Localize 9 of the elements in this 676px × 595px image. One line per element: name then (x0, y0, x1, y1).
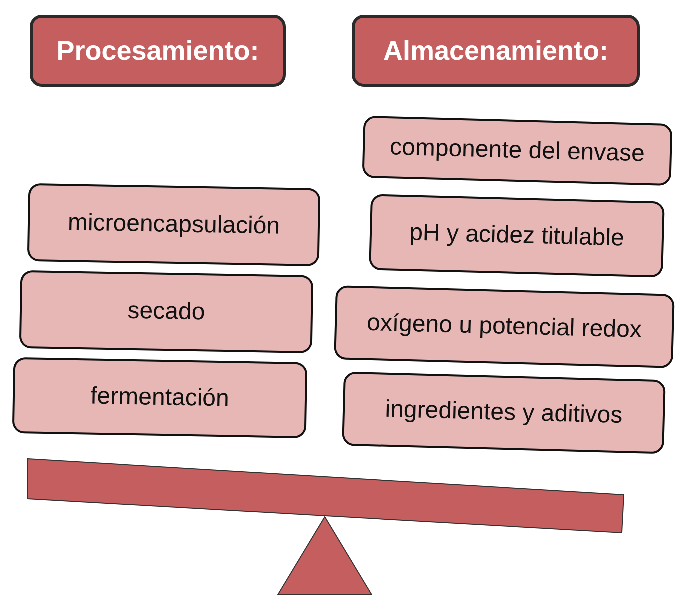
factor-box: fermentación (12, 357, 308, 439)
category-header: Almacenamiento: (352, 15, 640, 87)
factor-box: componente del envase (362, 116, 673, 186)
category-header: Procesamiento: (30, 15, 286, 87)
factor-box: secado (19, 270, 314, 354)
factor-box: microencapsulación (27, 183, 321, 267)
factor-box: ingredientes y aditivos (342, 372, 666, 454)
factor-box: pH y acidez titulable (369, 194, 665, 278)
factor-box: oxígeno u potencial redox (334, 286, 675, 368)
